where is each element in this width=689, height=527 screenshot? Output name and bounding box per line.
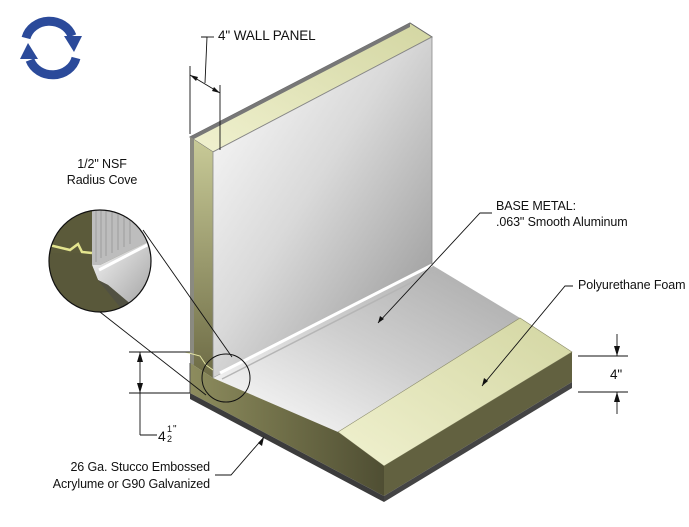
radius-cove-label-line1: 1/2" NSF	[77, 157, 127, 171]
radius-cove-detail	[49, 210, 151, 312]
wall-panel-label: 4" WALL PANEL	[218, 28, 316, 43]
base-metal-label-line1: BASE METAL:	[496, 199, 576, 213]
radius-cove-label-line2: Radius Cove	[66, 173, 138, 187]
cove-height-numerator: 1	[167, 424, 173, 434]
cove-height-denominator: 2	[167, 434, 173, 444]
refresh-icon[interactable]	[14, 14, 88, 80]
floor-thickness-label: 4"	[610, 367, 623, 382]
skin-label-line2: Acrylume or G90 Galvanized	[52, 477, 210, 491]
foam-label: Polyurethane Foam	[578, 278, 686, 292]
cove-height-unit: "	[173, 424, 177, 435]
cove-height-whole: 4	[158, 428, 166, 444]
cove-height-label: 4 1 2 "	[158, 424, 198, 448]
base-metal-label-line2: .063" Smooth Aluminum	[496, 215, 628, 229]
skin-label-line1: 26 Ga. Stucco Embossed	[70, 460, 210, 474]
